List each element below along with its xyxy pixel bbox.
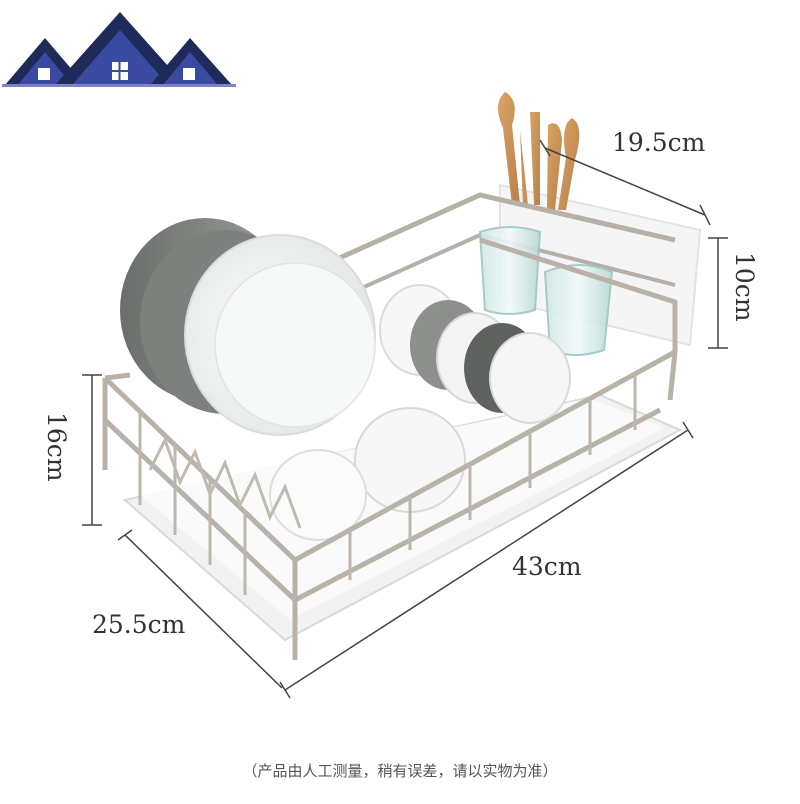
measurement-disclaimer: （产品由人工测量，稍有误差，请以实物为准） — [242, 762, 558, 780]
left-height-dimension-label: 16cm — [42, 412, 71, 482]
width-dimension-label: 25.5cm — [92, 610, 186, 639]
brand-logo — [0, 0, 238, 103]
house-roofs-logo-icon — [0, 0, 238, 103]
right-height-dimension-label: 10cm — [730, 252, 759, 322]
length-dimension-label: 43cm — [512, 552, 582, 581]
depth-dimension-label: 19.5cm — [612, 128, 706, 157]
